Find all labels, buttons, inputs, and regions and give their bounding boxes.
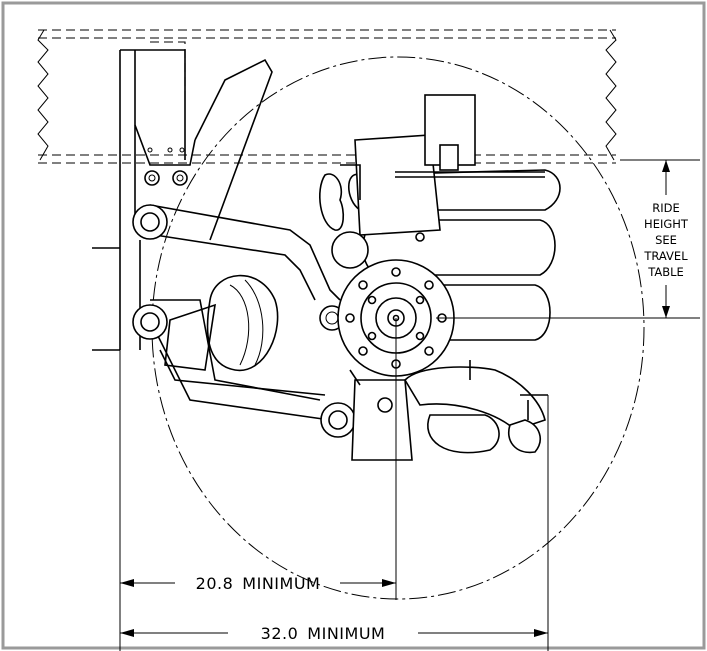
dimension-32-0-label: 32.0 MINIMUM bbox=[261, 624, 386, 643]
ride-height-note-line-5: TABLE bbox=[647, 265, 684, 279]
dimension-20-8-label: 20.8 MINIMUM bbox=[196, 574, 321, 593]
dimension-20-8-value: 20.8 bbox=[196, 574, 234, 593]
frame-rail bbox=[37, 29, 617, 164]
dimension-20-8-minimum: MINIMUM bbox=[242, 574, 320, 593]
trailing-arms bbox=[132, 204, 356, 438]
small-air-spring bbox=[164, 274, 279, 371]
ride-height-dimension bbox=[436, 159, 700, 319]
ride-height-note-line-4: TRAVEL bbox=[643, 249, 688, 263]
dimension-32-0-value: 32.0 bbox=[261, 624, 299, 643]
dimension-32-0-minimum: MINIMUM bbox=[307, 624, 385, 643]
shock-absorber bbox=[319, 164, 361, 231]
ride-height-note-line-1: RIDE bbox=[652, 201, 680, 215]
bottom-dimensions bbox=[119, 318, 549, 651]
ride-height-note-line-2: HEIGHT bbox=[644, 217, 689, 231]
brake-chamber bbox=[349, 360, 548, 461]
ride-height-note-line-3: SEE bbox=[655, 233, 677, 247]
